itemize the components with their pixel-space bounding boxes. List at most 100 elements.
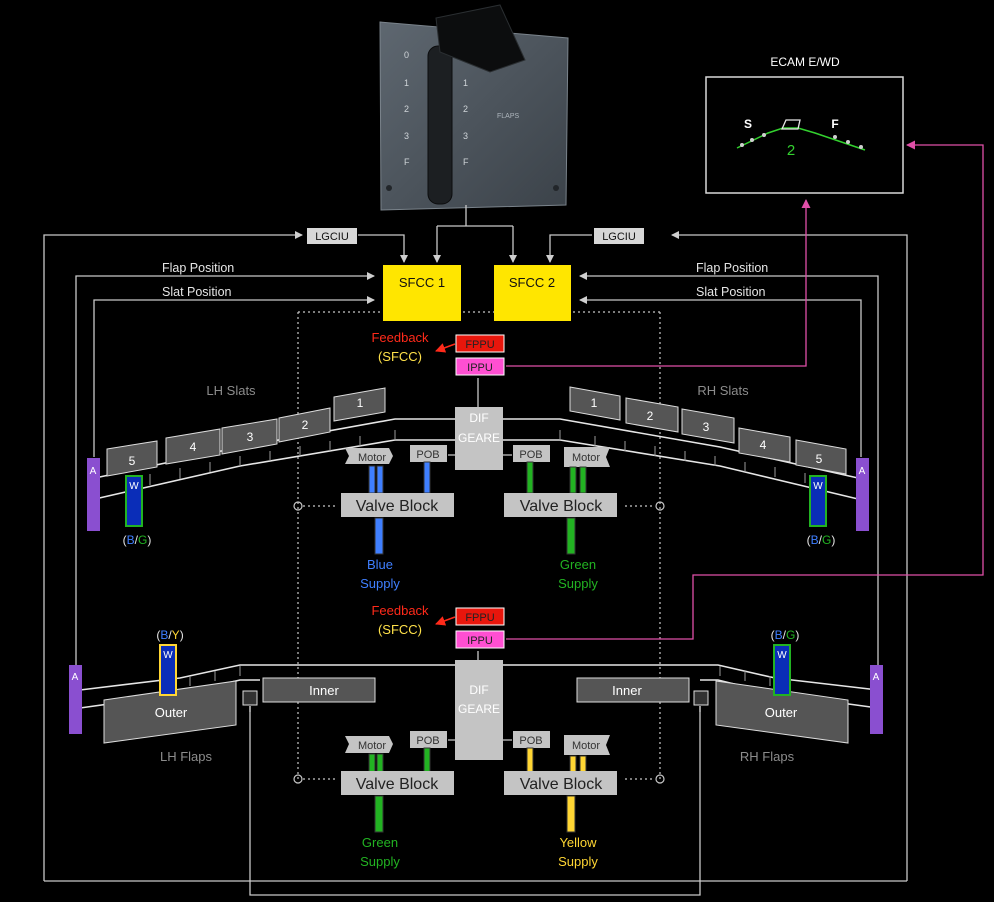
lever-handle[interactable]	[435, 4, 526, 73]
rh-slat-2[interactable]: 2	[625, 397, 679, 433]
flap-right-valve-block[interactable]	[504, 771, 617, 795]
lh-slat-wtb-label: W	[129, 481, 139, 492]
flap-gear-label: GEARE	[458, 702, 500, 716]
flap-left-pob-label: POB	[416, 735, 439, 747]
slat-left-pob[interactable]	[410, 445, 447, 462]
lh-flap-outer[interactable]: Outer	[103, 680, 237, 744]
svg-text:3: 3	[703, 420, 710, 434]
flap-lever-panel[interactable]: 0 1 2 3 F 0 1 2 3 F FLAPS	[379, 4, 569, 211]
flap-ippu-box[interactable]	[455, 630, 505, 649]
rh-slat-actuator[interactable]	[856, 458, 869, 531]
rh-slat-hydraulics: (B/G)	[807, 533, 836, 547]
lh-slat-2[interactable]: 2	[278, 407, 331, 443]
lh-flap-inner[interactable]: Inner	[262, 677, 376, 703]
slat-position-label-left: Slat Position	[162, 285, 232, 299]
slat-ippu-box[interactable]	[455, 357, 505, 376]
lh-slat-hydraulics: (B/G)	[123, 533, 152, 547]
rh-flaps-title: RH Flaps	[740, 749, 795, 764]
slat-feedback-target: (SFCC)	[378, 349, 422, 364]
lh-slat-wtb[interactable]	[125, 475, 143, 527]
rh-slat-1[interactable]: 1	[569, 386, 621, 421]
green-supply-label-2: Supply	[558, 576, 598, 591]
yellow-supply-label: Yellow	[559, 835, 597, 850]
lever-detent-right: F	[463, 157, 469, 167]
slat-dif-gearbox[interactable]	[455, 407, 503, 470]
slat-right-valve-label: Valve Block	[520, 498, 603, 515]
lh-slat-1[interactable]: 1	[333, 387, 386, 422]
flap-dif-gearbox[interactable]	[455, 660, 503, 760]
svg-text:4: 4	[190, 440, 197, 454]
slat-ippu: IPPU	[467, 362, 493, 374]
slat-left-valve-block[interactable]	[341, 493, 454, 517]
slat-feedback-label: Feedback	[371, 330, 429, 345]
slat-left-valve-label: Valve Block	[356, 498, 439, 515]
slat-right-valve-block[interactable]	[504, 493, 617, 517]
flap-right-motor[interactable]	[564, 735, 610, 755]
flap-fppu: FPPU	[465, 612, 494, 624]
ecam-flap-label: F	[831, 117, 838, 131]
flap-position-label-right: Flap Position	[696, 261, 768, 275]
lh-flap-actuator-label: A	[72, 672, 79, 683]
lh-slat-4[interactable]: 4	[165, 428, 221, 465]
rh-flap-inner[interactable]: Inner	[576, 677, 690, 703]
ecam-title: ECAM E/WD	[770, 55, 840, 69]
svg-text:1: 1	[357, 396, 364, 410]
flap-dif-label: DIF	[469, 683, 488, 697]
rh-flap-gearbox	[693, 690, 709, 706]
green-flap-supply-label-2: Supply	[360, 854, 400, 869]
flap-left-motor[interactable]	[345, 736, 393, 753]
rh-slat-4[interactable]: 4	[738, 427, 791, 463]
lh-flap-wtb[interactable]	[159, 644, 177, 696]
ecam-config-value: 2	[787, 142, 795, 159]
svg-text:Inner: Inner	[309, 683, 339, 698]
lever-detent-left: 1	[404, 78, 409, 88]
svg-text:1: 1	[591, 396, 598, 410]
slat-left-motor[interactable]	[345, 448, 393, 464]
lgciu-right: LGCIU	[602, 231, 636, 243]
flap-left-pob[interactable]	[410, 731, 447, 748]
rh-slat-wtb[interactable]	[809, 475, 827, 527]
ecam-slat-label: S	[744, 117, 752, 131]
lgciu-right-box[interactable]	[594, 228, 644, 244]
lh-flaps-title: LH Flaps	[160, 749, 213, 764]
flap-right-pob[interactable]	[513, 731, 550, 748]
blue-supply-label: Blue	[367, 557, 393, 572]
flap-right-valve-label: Valve Block	[520, 776, 603, 793]
lgciu-left-box[interactable]	[307, 228, 357, 244]
lh-slat-5[interactable]: 5	[106, 440, 158, 477]
lh-flap-wtb-label: W	[163, 650, 173, 661]
svg-text:Outer: Outer	[155, 705, 188, 720]
sfcc-2: SFCC 2	[509, 275, 555, 290]
lever-detent-left: 2	[404, 104, 409, 114]
blue-supply-label-2: Supply	[360, 576, 400, 591]
lh-slat-actuator[interactable]	[87, 458, 100, 531]
rh-flap-outer[interactable]: Outer	[715, 680, 849, 744]
lh-slat-3[interactable]: 3	[221, 418, 278, 455]
slat-right-motor[interactable]	[564, 447, 610, 467]
rh-slat-5[interactable]: 5	[795, 439, 847, 475]
sfcc-2-box[interactable]	[494, 265, 571, 321]
lever-placard: FLAPS	[497, 113, 520, 120]
rh-slat-3[interactable]: 3	[681, 408, 735, 444]
svg-text:2: 2	[647, 409, 654, 423]
flap-left-valve-block[interactable]	[341, 771, 454, 795]
flap-feedback-label: Feedback	[371, 603, 429, 618]
slat-right-pob[interactable]	[513, 445, 550, 462]
lh-flap-actuator[interactable]	[69, 665, 82, 734]
svg-text:5: 5	[816, 452, 823, 466]
rh-flap-actuator[interactable]	[870, 665, 883, 734]
flap-fppu-box[interactable]	[455, 607, 505, 626]
sfcc-1-box[interactable]	[383, 265, 461, 321]
lever-detent-left: F	[404, 157, 410, 167]
rh-flap-hydraulics: (B/G)	[771, 628, 800, 642]
slat-fppu-box[interactable]	[455, 334, 505, 353]
svg-text:5: 5	[129, 454, 136, 468]
rh-flap-wtb-label: W	[777, 650, 787, 661]
rh-flap-wtb[interactable]	[773, 644, 791, 696]
slat-position-label-right: Slat Position	[696, 285, 766, 299]
lever-detent-left: 0	[404, 50, 409, 60]
flap-left-motor-label: Motor	[358, 740, 386, 752]
rh-flap-actuator-label: A	[873, 672, 880, 683]
slat-fppu: FPPU	[465, 339, 494, 351]
